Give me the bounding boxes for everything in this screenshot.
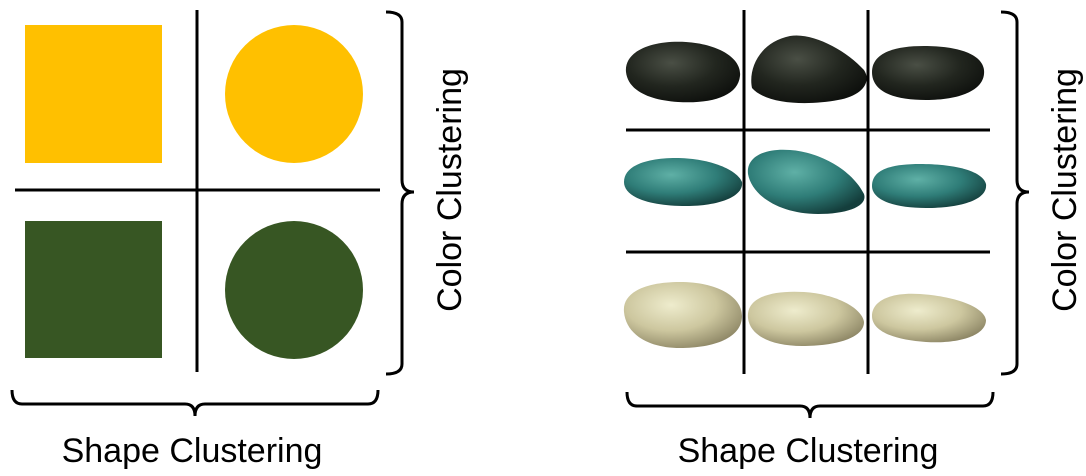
- stone-black-3: [872, 46, 984, 100]
- left-shape-clustering-label: Shape Clustering: [62, 432, 323, 470]
- stone-black-1: [626, 42, 740, 103]
- right-panel: Shape Clustering Color Clustering: [624, 10, 1084, 470]
- stone-pale-1: [624, 282, 742, 348]
- yellow-circle: [225, 25, 363, 163]
- stone-teal-1: [624, 158, 742, 206]
- stone-teal-2: [748, 150, 865, 214]
- right-bottom-brace: [627, 392, 993, 418]
- left-color-clustering-label: Color Clustering: [431, 68, 469, 312]
- green-circle: [225, 221, 363, 359]
- yellow-square: [25, 25, 162, 163]
- stone-pale-2: [748, 292, 864, 346]
- left-panel: Shape Clustering Color Clustering: [12, 10, 469, 470]
- stone-pale-3: [872, 294, 986, 343]
- right-shape-clustering-label: Shape Clustering: [678, 432, 939, 470]
- stone-black-2: [751, 35, 866, 103]
- right-side-brace: [1001, 12, 1029, 374]
- left-bottom-brace: [12, 390, 378, 416]
- left-side-brace: [386, 12, 414, 374]
- right-color-clustering-label: Color Clustering: [1046, 68, 1084, 312]
- green-square: [25, 221, 162, 358]
- stone-teal-3: [872, 164, 986, 208]
